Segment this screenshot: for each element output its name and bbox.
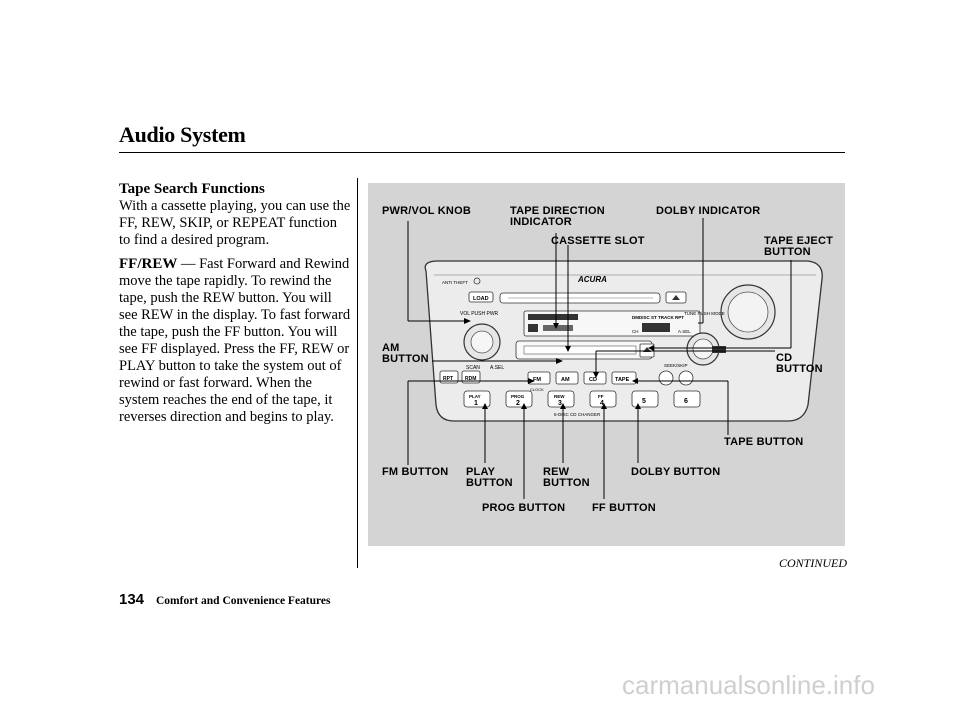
callout-ff-button: FF BUTTON xyxy=(592,502,656,514)
preset-3-num: 3 xyxy=(558,400,562,407)
callout-play-button: PLAY BUTTON xyxy=(466,466,513,489)
callout-dolby-indicator: DOLBY INDICATOR xyxy=(656,205,761,217)
preset-4-top: FF xyxy=(598,394,604,399)
audio-unit-figure: ACURA ANTI THEFT LOAD VOL PUSH PWR SCAN … xyxy=(368,183,845,546)
display-top-label: DMDISC ST TRACK RPT xyxy=(632,315,684,320)
rdm-button-label: RDM xyxy=(465,376,476,382)
rpt-button-label: RPT xyxy=(443,376,453,382)
watermark-text: carmanualsonline.info xyxy=(622,670,875,700)
callout-am-button: AM BUTTON xyxy=(382,342,429,365)
intro-paragraph: With a cassette playing, you can use the… xyxy=(119,198,351,248)
vol-label: VOL PUSH PWR xyxy=(460,311,499,317)
display-asel-label: A.SEL xyxy=(678,329,691,334)
column-divider xyxy=(357,178,358,568)
callout-dolby-button: DOLBY BUTTON xyxy=(631,466,721,478)
scan-label: SCAN xyxy=(466,365,480,371)
preset-2-num: 2 xyxy=(516,400,520,407)
callout-tape-button: TAPE BUTTON xyxy=(724,436,804,448)
callout-rew-button: REW BUTTON xyxy=(543,466,590,489)
ffrew-paragraph: FF/REW — Fast Forward and Rewind move th… xyxy=(119,256,351,426)
anti-theft-label: ANTI THEFT xyxy=(442,280,468,285)
audio-unit-drawing: ACURA ANTI THEFT LOAD VOL PUSH PWR SCAN … xyxy=(407,218,823,499)
preset-2-top: PROG xyxy=(511,394,525,399)
fm-button-label: FM xyxy=(533,377,541,383)
tape-button-label: TAPE xyxy=(615,377,630,383)
callout-tape-direction-indicator: TAPE DIRECTION INDICATOR xyxy=(510,205,605,228)
preset-4-num: 4 xyxy=(600,400,604,407)
callout-cassette-slot: CASSETTE SLOT xyxy=(551,235,645,247)
preset-3-top: REW xyxy=(554,394,565,399)
continued-label: CONTINUED xyxy=(779,556,848,570)
preset-6-num: 6 xyxy=(684,398,688,405)
title-rule xyxy=(119,152,845,153)
asel-label: A.SEL xyxy=(490,365,504,371)
callout-pwr-vol-knob: PWR/VOL KNOB xyxy=(382,205,471,217)
am-button-label: AM xyxy=(561,377,570,383)
ffrew-label: FF/REW xyxy=(119,256,178,272)
cd-button-label: CD xyxy=(589,377,597,383)
preset-1-num: 1 xyxy=(474,400,478,407)
section-heading: Tape Search Functions xyxy=(119,181,265,197)
footer-section-name: Comfort and Convenience Features xyxy=(156,595,331,607)
seek-label: SEEK/SKIP xyxy=(664,363,688,368)
callout-prog-button: PROG BUTTON xyxy=(482,502,566,514)
preset-1-top: PLAY xyxy=(469,394,481,399)
display-ch-label: CH xyxy=(632,329,639,334)
unit-brand: ACURA xyxy=(577,275,607,284)
page-title: Audio System xyxy=(119,122,246,147)
changer-label: 6-DISC CD CHANGER xyxy=(554,412,601,417)
callout-tape-eject-button: TAPE EJECT BUTTON xyxy=(764,235,834,258)
tune-label: TUNE PUSH MODE xyxy=(684,311,725,316)
clock-label: CLOCK xyxy=(530,387,544,392)
callout-fm-button: FM BUTTON xyxy=(382,466,449,478)
load-label: LOAD xyxy=(473,296,489,302)
callout-cd-button: CD BUTTON xyxy=(776,352,823,375)
page-number: 134 xyxy=(119,591,145,608)
preset-5-num: 5 xyxy=(642,398,646,405)
ffrew-dash: — xyxy=(180,256,196,272)
ffrew-text: Fast Forward and Rewind move the tape ra… xyxy=(119,256,351,425)
